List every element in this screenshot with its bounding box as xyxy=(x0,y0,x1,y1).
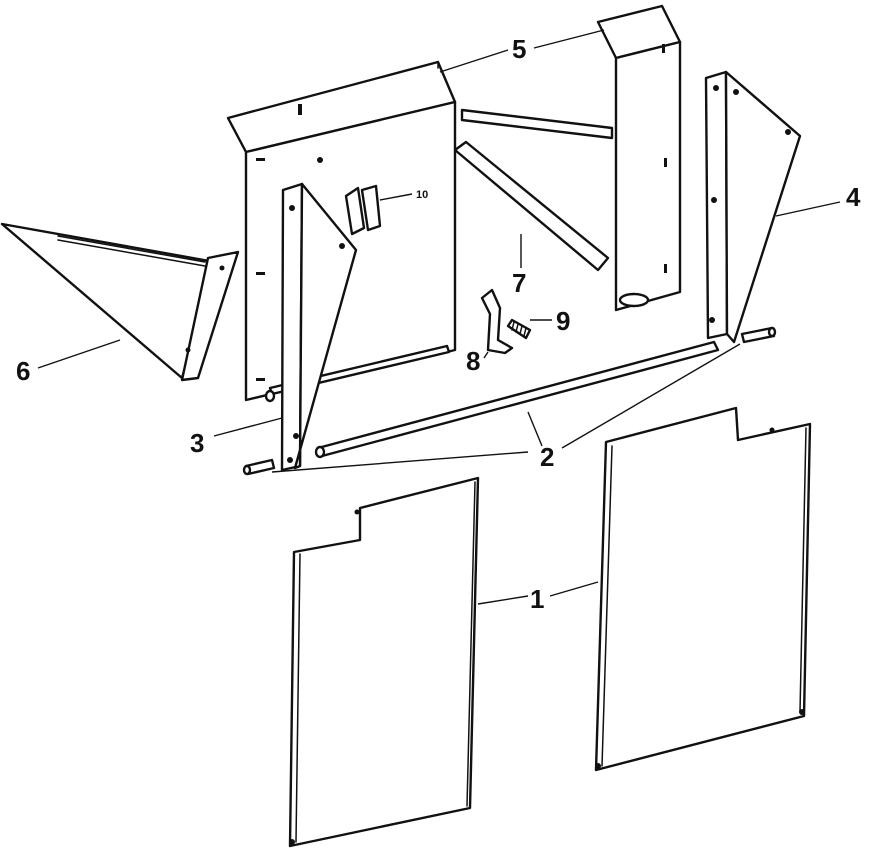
slot-hole xyxy=(662,44,665,53)
part-1-left-panel xyxy=(288,476,480,848)
callout-9: 9 xyxy=(556,306,570,336)
callout-4: 4 xyxy=(846,182,861,212)
slot-hole xyxy=(256,378,265,381)
hinge-pin xyxy=(618,292,650,308)
callout-8: 8 xyxy=(466,346,480,376)
callout-10: 10 xyxy=(416,189,428,201)
callout-5: 5 xyxy=(512,34,526,64)
slot-hole xyxy=(298,104,302,115)
callout-1: 1 xyxy=(530,584,544,614)
part-4-right-bracket xyxy=(704,70,802,344)
part-6-left-bracket xyxy=(0,222,240,382)
part-10-clip xyxy=(344,184,382,236)
part-5-right-housing xyxy=(596,4,682,312)
part-1-right-panel xyxy=(594,406,812,772)
slot-hole xyxy=(664,158,667,167)
callout-labels: 5 4 7 10 9 8 6 3 2 1 xyxy=(16,34,861,614)
part-8-latch xyxy=(480,288,514,355)
callout-6: 6 xyxy=(16,356,30,386)
hinge-pin xyxy=(264,389,276,403)
part-3-center-bracket xyxy=(280,182,358,472)
slot-hole xyxy=(664,264,667,273)
rivet-hole xyxy=(317,157,323,163)
leader-lines xyxy=(37,29,841,605)
callout-7: 7 xyxy=(512,268,526,298)
callout-3: 3 xyxy=(190,428,204,458)
part-9-spring xyxy=(506,318,532,340)
part-7-support-strap xyxy=(453,108,614,272)
callout-2: 2 xyxy=(540,442,554,472)
slot-hole xyxy=(256,158,265,161)
part-2-rod-and-pins xyxy=(242,326,777,476)
slot-hole xyxy=(256,272,265,275)
